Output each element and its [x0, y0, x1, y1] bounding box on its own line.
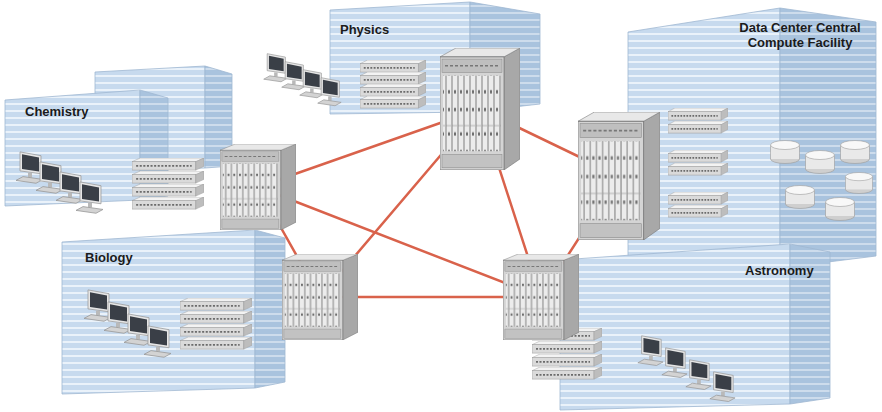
building-label: Physics	[340, 22, 389, 37]
storage-disks	[771, 141, 873, 221]
switch-chassis	[220, 144, 296, 230]
server-stack	[180, 298, 252, 349]
biology-building	[62, 230, 285, 394]
building-node: Astronomy	[500, 235, 840, 412]
server-stack	[668, 108, 728, 217]
server-stack	[132, 158, 204, 209]
switch-chassis	[282, 254, 358, 340]
building-node: Physics	[260, 0, 550, 175]
building-label: Data Center Central Compute Facility	[725, 20, 875, 50]
switch-chassis	[503, 254, 579, 340]
building-label: Chemistry	[25, 104, 89, 119]
workstations	[638, 336, 735, 402]
building-label: Biology	[85, 250, 133, 265]
data-center-building	[628, 8, 876, 268]
building-node: Data Center Central Compute Facility	[570, 0, 882, 280]
server-stack	[360, 60, 426, 108]
workstations	[84, 290, 171, 357]
building-node: Biology	[55, 225, 365, 400]
building-label: Astronomy	[745, 263, 814, 278]
switch-chassis	[578, 112, 660, 240]
switch-chassis	[440, 48, 520, 170]
workstations	[264, 54, 341, 106]
astronomy-building	[560, 244, 830, 410]
building-node: Chemistry	[0, 70, 300, 230]
workstations	[16, 152, 103, 213]
chemistry-building	[5, 66, 232, 206]
